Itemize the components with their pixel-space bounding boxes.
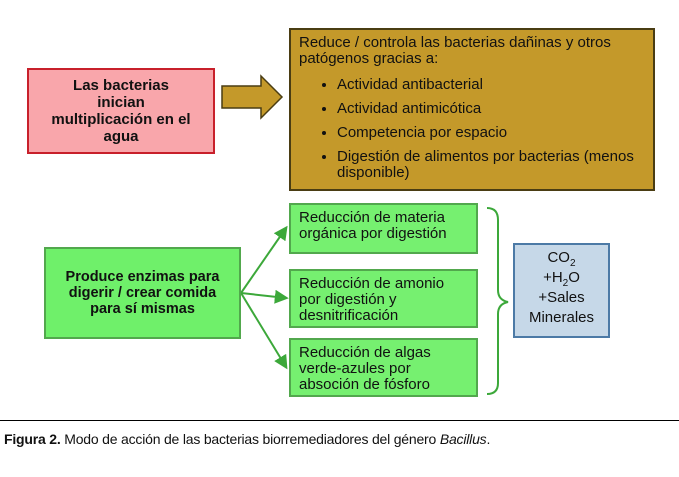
reduction-algae-text: Reducción de algas verde-azules por abso… — [299, 344, 431, 393]
arrow-to-algae — [240, 292, 288, 370]
arrow-to-ammonia — [240, 289, 289, 304]
pathogen-control-list: Actividad antibacterial Actividad antimi… — [299, 76, 643, 181]
list-item: Digestión de alimentos por bacterias (me… — [337, 148, 643, 181]
caption-label: Figura 2. — [4, 431, 61, 447]
caption-end: . — [486, 431, 491, 447]
minerales-line: Minerales — [528, 309, 595, 326]
h2o-line: +H2O — [543, 269, 580, 289]
grouping-brace — [486, 207, 509, 395]
figure-caption: Figura 2. Modo de acción de las bacteria… — [4, 431, 490, 447]
enzymes-box: Produce enzimas para digerir / crear com… — [44, 247, 241, 339]
reduction-organic-text: Reducción de materia orgánica por digest… — [299, 209, 447, 242]
reduction-ammonia-box: Reducción de amonio por digestión y desn… — [289, 269, 478, 328]
reduction-organic-box: Reducción de materia orgánica por digest… — [289, 203, 478, 254]
enzymes-text: Produce enzimas para digerir / crear com… — [65, 269, 220, 317]
bacteria-start-box: Las bacterias inician multiplicación en … — [27, 68, 215, 154]
pathogen-control-box: Reduce / controla las bacterias dañinas … — [289, 28, 655, 191]
list-item: Actividad antibacterial — [337, 76, 643, 93]
list-item: Actividad antimicótica — [337, 100, 643, 117]
bacteria-start-text: Las bacterias inician multiplicación en … — [51, 77, 191, 145]
block-arrow — [221, 74, 284, 120]
co2-line: CO2 — [547, 249, 576, 269]
reduction-algae-box: Reducción de algas verde-azules por abso… — [289, 338, 478, 397]
sales-line: +Sales — [538, 289, 585, 306]
arrow-to-organic — [240, 225, 288, 294]
list-item: Competencia por espacio — [337, 124, 643, 141]
products-box: CO2 +H2O +Sales Minerales — [513, 243, 610, 338]
caption-text: Modo de acción de las bacterias biorreme… — [60, 431, 440, 447]
caption-genus: Bacillus — [439, 431, 487, 447]
reduction-ammonia-text: Reducción de amonio por digestión y desn… — [299, 275, 445, 324]
caption-divider — [0, 420, 679, 421]
pathogen-control-intro: Reduce / controla las bacterias dañinas … — [299, 34, 611, 67]
